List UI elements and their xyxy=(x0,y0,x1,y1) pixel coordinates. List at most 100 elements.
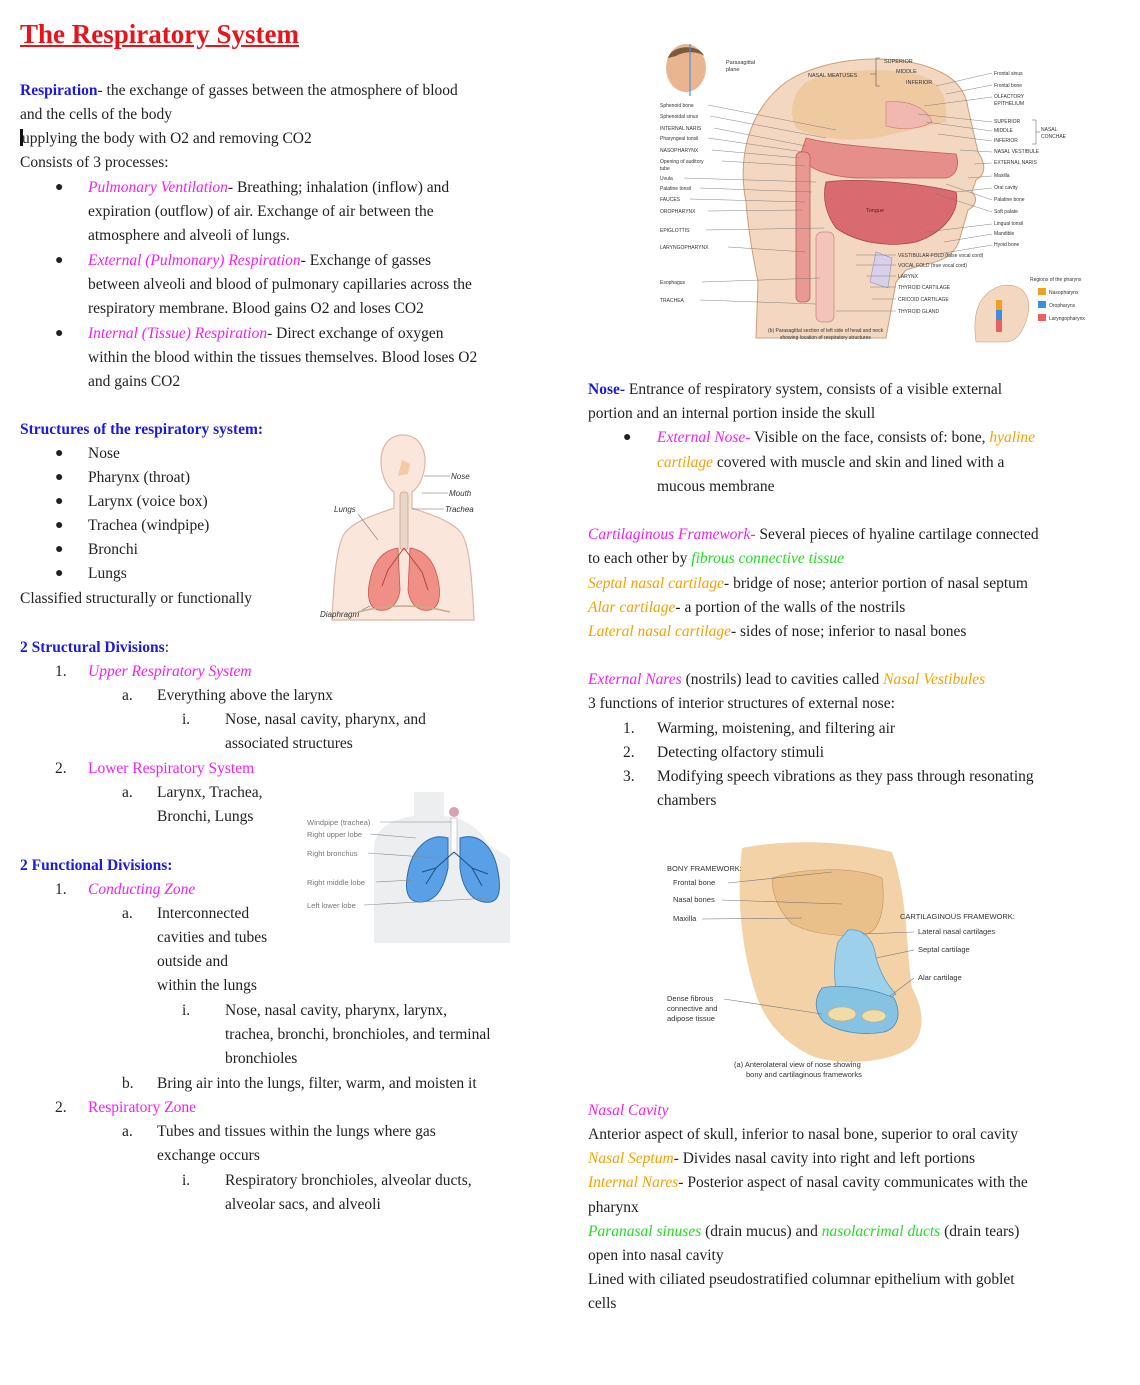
nasolacrimal-term: nasolacrimal ducts xyxy=(821,1223,941,1240)
head-label: EPITHELIUM xyxy=(994,101,1024,107)
label-lateral-nasal-cartilages: Lateral nasal cartilages xyxy=(918,927,995,936)
region-swatch xyxy=(1038,314,1046,321)
bullet: ● xyxy=(55,446,64,461)
bullet: ● xyxy=(55,253,64,268)
head-label: Soft palate xyxy=(994,209,1018,215)
conducting-a-1: Interconnected xyxy=(157,905,250,922)
respiration-def: - the exchange of gasses between the atm… xyxy=(97,82,458,99)
nose-term: Nose- xyxy=(588,381,626,398)
septal-def: - bridge of nose; anterior portion of na… xyxy=(724,575,1028,592)
list-roman: i. xyxy=(182,1172,191,1189)
bullet: ● xyxy=(55,470,64,485)
label-tongue: Tongue xyxy=(866,208,884,214)
external-nares-term: External Nares xyxy=(588,671,682,688)
paranasal-line: Paranasal sinuses (drain mucus) and naso… xyxy=(588,1220,1019,1244)
open-into-line: open into nasal cavity xyxy=(588,1247,724,1264)
bullet: ● xyxy=(55,326,64,341)
paranasal-term: Paranasal sinuses xyxy=(588,1223,702,1240)
head-label: INTERNAL NARIS xyxy=(660,126,702,132)
head-sagittal-figure: Parasagittal plane Tongue Sphenoid bone … xyxy=(656,42,1106,344)
process-text: - Exchange of gasses xyxy=(300,252,432,269)
head-label: THYROID GLAND xyxy=(898,309,940,315)
conducting-a-2: cavities and tubes xyxy=(157,929,268,946)
head-label: EXTERNAL NARIS xyxy=(994,160,1038,166)
head-label: CRICOID CARTILAGE xyxy=(898,297,949,303)
process-term: External (Pulmonary) Respiration xyxy=(88,252,301,269)
head-label: Frontal sinus xyxy=(994,71,1023,77)
head-label: LARYNGOPHARYNX xyxy=(660,245,709,251)
lateral-line: Lateral nasal cartilage- sides of nose; … xyxy=(588,620,966,644)
lower-a-2: Bronchi, Lungs xyxy=(157,808,254,825)
respiration-term: Respiration xyxy=(20,82,98,99)
head-label: SUPERIOR xyxy=(994,119,1021,125)
process-2-line-2: between alveoli and blood of pulmonary c… xyxy=(88,276,472,293)
process-2-line-1: External (Pulmonary) Respiration- Exchan… xyxy=(88,249,431,273)
nasal-septum-term: Nasal Septum xyxy=(588,1150,674,1167)
external-nose-line-3: mucous membrane xyxy=(657,478,775,495)
head-label: Pharyngeal tonsil xyxy=(660,136,698,142)
process-3-line-1: Internal (Tissue) Respiration- Direct ex… xyxy=(88,322,444,346)
label-diaphragm: Diaphragm xyxy=(320,610,359,619)
process-1-line-3: atmosphere and alveoli of lungs. xyxy=(88,227,290,244)
list-number: 3. xyxy=(623,768,635,785)
conducting-i-2: trachea, bronchi, bronchioles, and termi… xyxy=(225,1026,491,1043)
respiration-line-1: Respiration- the exchange of gasses betw… xyxy=(20,79,458,103)
lower-respiratory-system: Lower Respiratory System xyxy=(88,760,255,777)
list-number: 1. xyxy=(55,663,67,680)
upper-i-1: Nose, nasal cavity, pharynx, and xyxy=(225,711,426,728)
external-nose-text: Visible on the face, consists of: bone, xyxy=(750,429,990,446)
list-number: 2. xyxy=(55,1099,67,1116)
regions-title: Regions of the pharynx xyxy=(1030,277,1082,283)
lateral-term: Lateral nasal cartilage xyxy=(588,623,731,640)
head-label: OLFACTORY xyxy=(994,94,1025,100)
conducting-a-3: outside and xyxy=(157,953,229,970)
external-nose-line-1: External Nose- Visible on the face, cons… xyxy=(657,426,1035,450)
function-item: Detecting olfactory stimuli xyxy=(657,744,825,761)
process-1-line-1: Pulmonary Ventilation- Breathing; inhala… xyxy=(88,176,449,200)
head-label: Palatine bone xyxy=(994,197,1025,203)
upper-i-2: associated structures xyxy=(225,735,353,752)
fibrous-term: fibrous connective tissue xyxy=(691,550,844,567)
label-right-bronchus: Right bronchus xyxy=(307,849,358,858)
pharynx-line: pharynx xyxy=(588,1199,639,1216)
label-parasagittal: Parasagittal xyxy=(726,60,755,66)
head-right-labels: Frontal sinus Frontal bone OLFACTORY EPI… xyxy=(917,71,1067,257)
head-label: VESTIBULAR FOLD (false vocal cord) xyxy=(898,253,984,259)
head-label: Sphenoidal sinus xyxy=(660,114,699,120)
structure-item: Pharynx (throat) xyxy=(88,469,191,486)
lower-a-1: Larynx, Trachea, xyxy=(157,784,263,801)
region-swatch xyxy=(1038,301,1046,308)
list-letter: a. xyxy=(122,905,133,922)
list-number: 2. xyxy=(55,760,67,777)
label-lungs: Lungs xyxy=(334,505,356,514)
head-label: FAUCES xyxy=(660,197,681,203)
process-1-line-2: expiration (outflow) of air. Exchange of… xyxy=(88,203,434,220)
structure-item: Trachea (windpipe) xyxy=(88,517,210,534)
process-term: Internal (Tissue) Respiration xyxy=(88,325,268,342)
nose-caption-2: bony and cartilaginous frameworks xyxy=(746,1070,862,1079)
head-label: Uvula xyxy=(660,176,673,182)
head-label: Sphenoid bone xyxy=(660,103,694,109)
process-3-line-3: and gains CO2 xyxy=(88,373,181,390)
head-left-labels: Sphenoid bone Sphenoidal sinus INTERNAL … xyxy=(660,103,837,305)
label-dense-1: Dense fibrous xyxy=(667,994,714,1003)
head-label: MIDDLE xyxy=(994,128,1014,134)
label-mouth: Mouth xyxy=(449,489,472,498)
head-bottom-labels: VESTIBULAR FOLD (false vocal cord) VOCAL… xyxy=(836,253,984,315)
label-alar-cartilage: Alar cartilage xyxy=(918,973,962,982)
label-nasal-meatuses: NASAL MEATUSES xyxy=(808,73,858,79)
conducting-i-3: bronchioles xyxy=(225,1050,298,1067)
cartilage-term: cartilage xyxy=(657,454,713,471)
bullet: ● xyxy=(55,542,64,557)
conducting-b: Bring air into the lungs, filter, warm, … xyxy=(157,1075,477,1092)
consists-line: Consists of 3 processes: xyxy=(20,154,169,171)
structural-heading: 2 Structural Divisions xyxy=(20,639,165,656)
respiration-line-2: and the cells of the body xyxy=(20,106,172,123)
head-label: Lingual tonsil xyxy=(994,221,1023,227)
three-functions-line: 3 functions of interior structures of ex… xyxy=(588,695,895,712)
supplying-text: upplying the body with O2 and removing C… xyxy=(22,130,312,147)
bullet: ● xyxy=(55,518,64,533)
cartilaginous-line-1: Cartilaginous Framework- Several pieces … xyxy=(588,523,1039,547)
structural-heading-line: 2 Structural Divisions: xyxy=(20,636,169,660)
list-number: 1. xyxy=(55,881,67,898)
